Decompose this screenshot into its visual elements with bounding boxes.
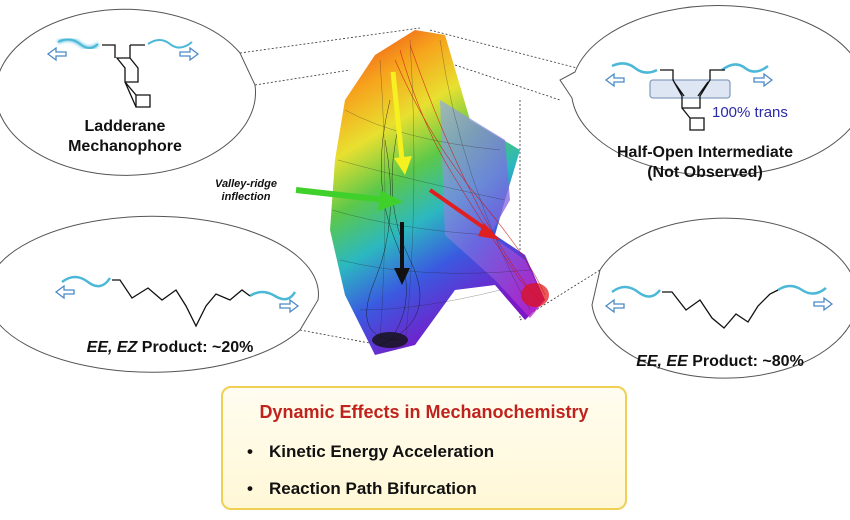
yellow-arrow: [390, 71, 412, 175]
half-open-label-line1: Half-Open Intermediate: [616, 144, 794, 161]
summary-box: Dynamic Effects in Mechanochemistry •Kin…: [221, 386, 627, 510]
half-open-structure: [604, 62, 774, 131]
black-arrow: [394, 222, 410, 285]
green-arrow: [295, 187, 403, 211]
potential-energy-surface: [295, 30, 549, 355]
ee-ez-product-structure: [54, 275, 300, 328]
summary-bullet: •Reaction Path Bifurcation: [247, 479, 477, 498]
ee-ee-product-label: EE, EE Product: ~80%: [636, 353, 804, 370]
summary-title: Dynamic Effects in Mechanochemistry: [259, 402, 589, 422]
ee-ez-product-label: EE, EZ Product: ~20%: [86, 339, 254, 356]
ladderane-label-line2: Mechanophore: [68, 138, 182, 155]
ladderane-label-line1: Ladderane: [84, 118, 166, 135]
bubble-bottom-right: [591, 217, 850, 379]
half-open-label: Half-Open Intermediate (Not Observed): [600, 143, 810, 183]
ladderane-structure: [46, 37, 200, 108]
valley-ridge-annotation: Valley-ridge inflection: [215, 178, 277, 203]
trans-annotation: 100% trans: [712, 104, 788, 121]
ladderane-label: Ladderane Mechanophore: [40, 117, 210, 157]
ee-ee-product-structure: [604, 284, 834, 329]
red-arrow: [428, 188, 500, 240]
half-open-label-line2: (Not Observed): [647, 164, 763, 181]
callout-lines: [239, 27, 601, 346]
summary-bullet: •Kinetic Energy Acceleration: [247, 442, 495, 461]
bubble-bottom-left: [0, 215, 319, 373]
